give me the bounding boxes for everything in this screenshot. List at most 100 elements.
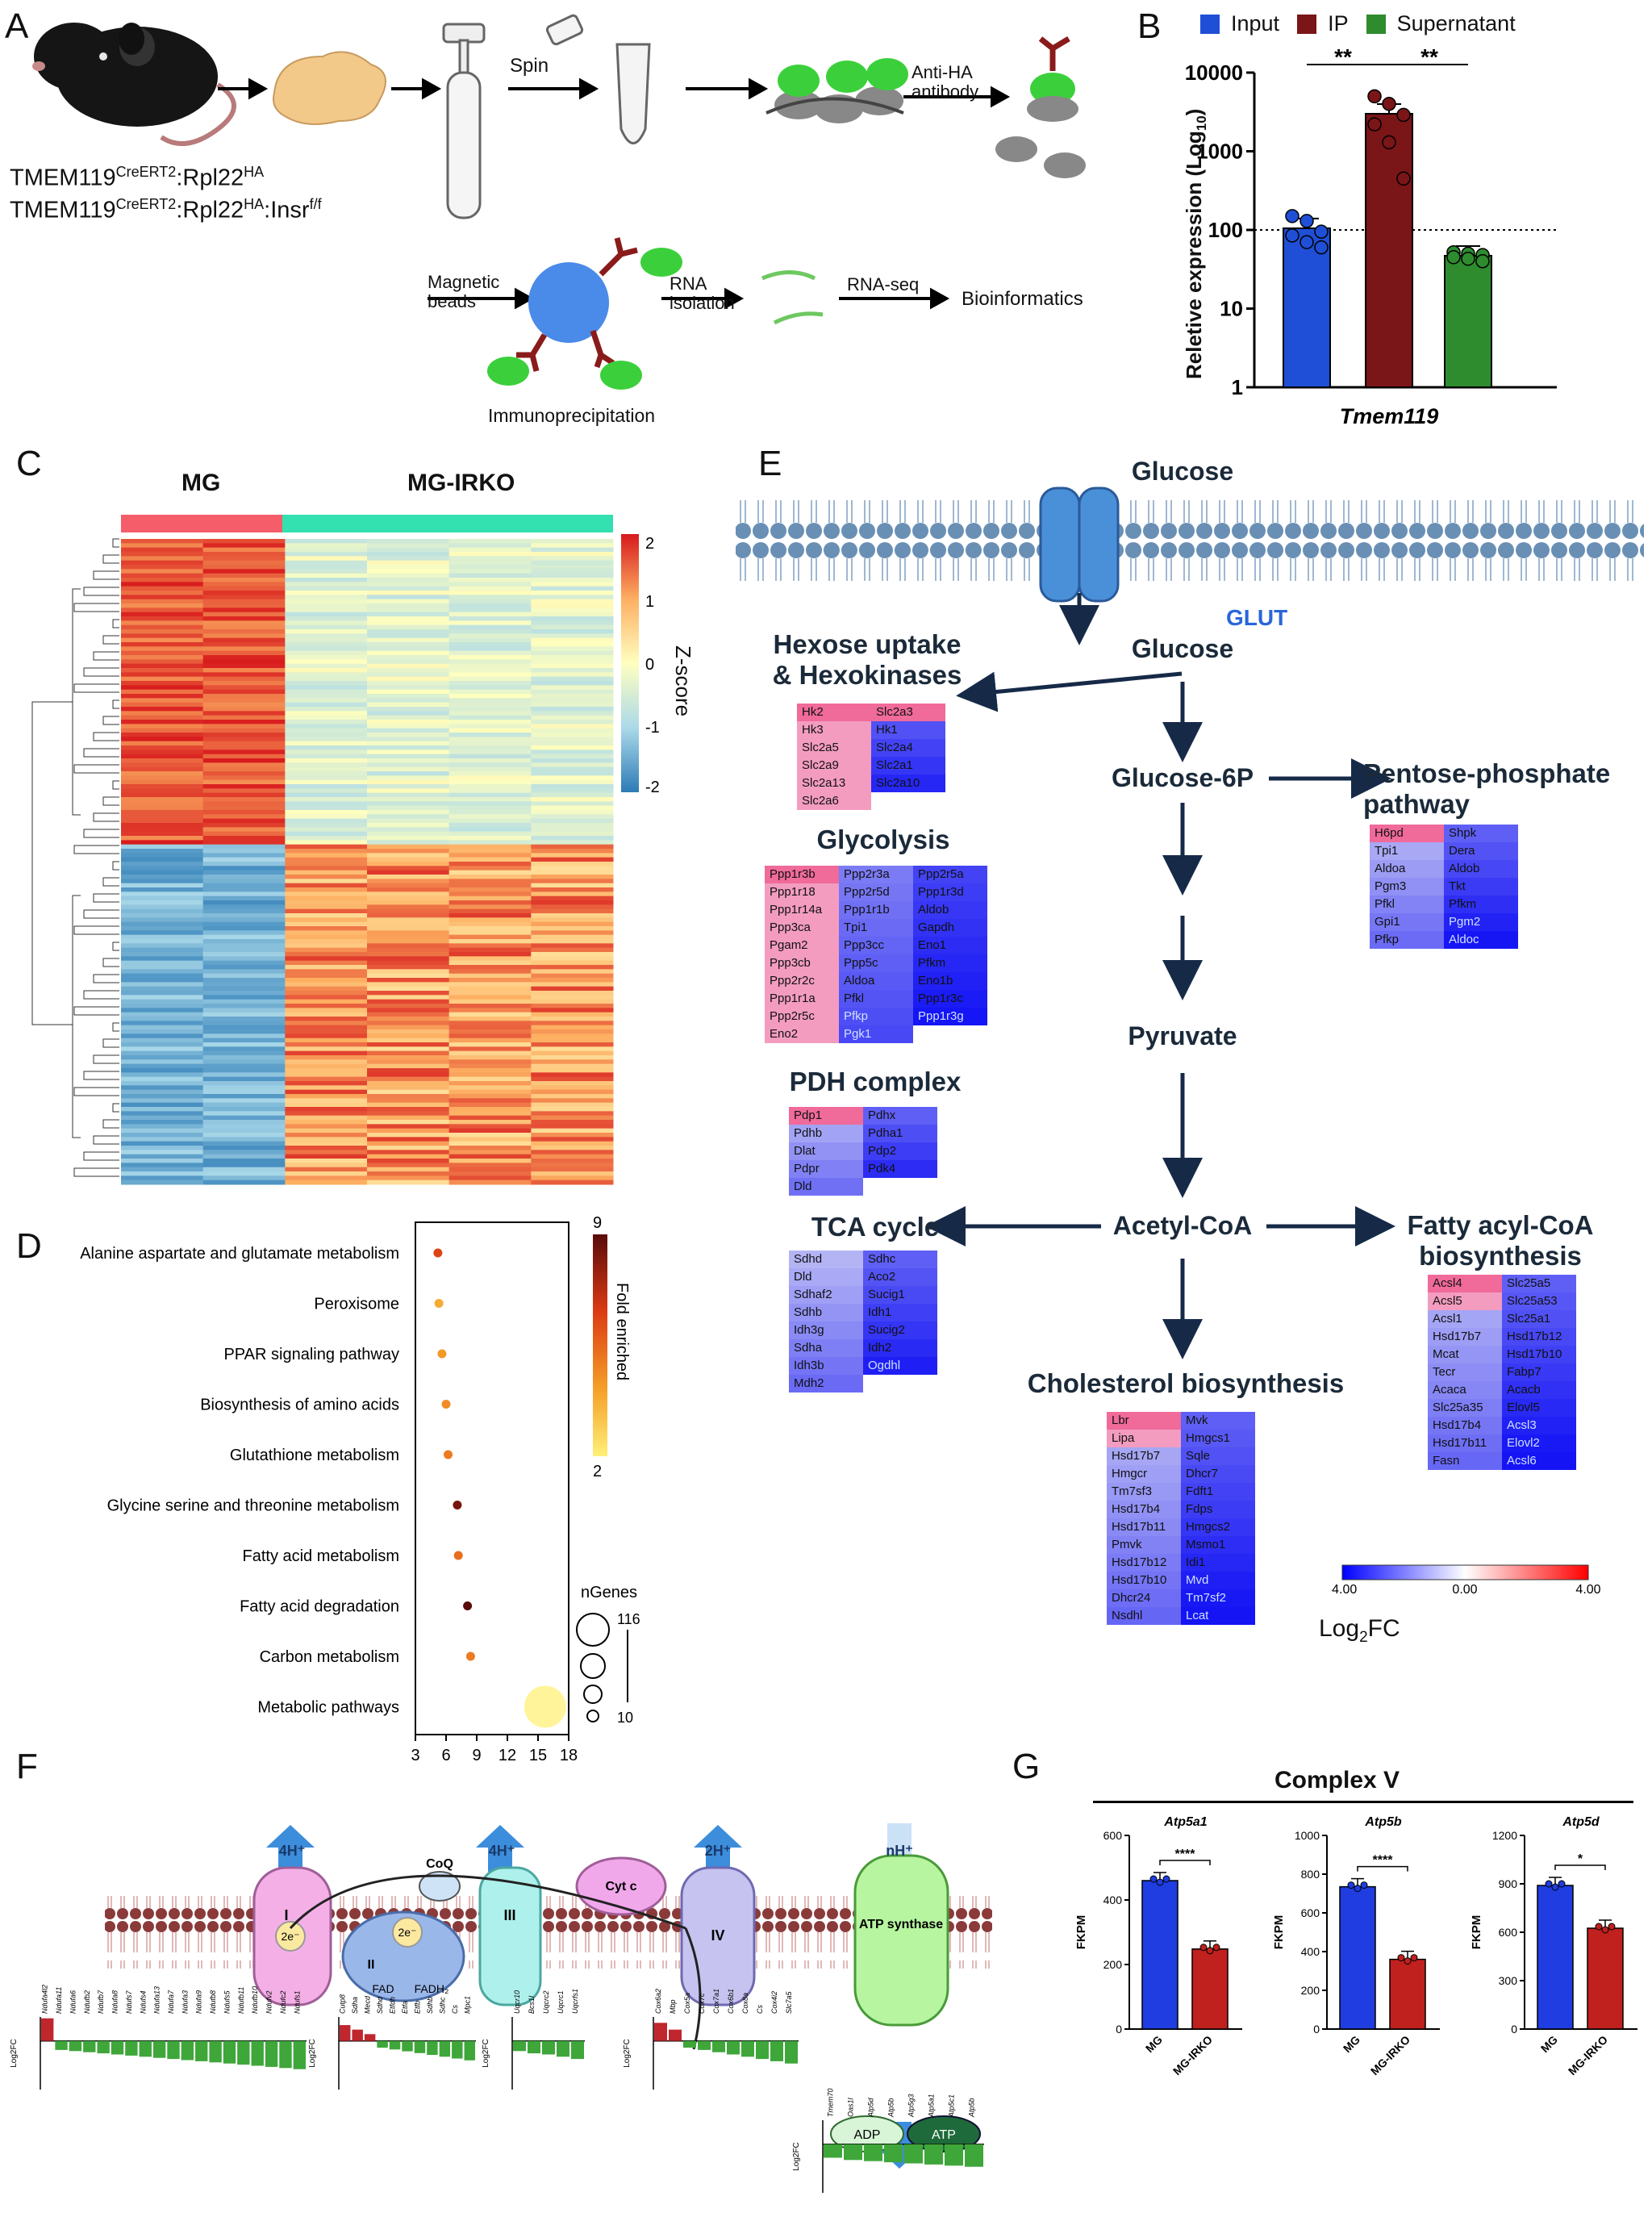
gene-cell: Sucig2 [863, 1322, 937, 1339]
log2fc-bar [727, 2040, 740, 2055]
y-axis-label: Log2FC [308, 2039, 317, 2068]
log2fc-bar [364, 2034, 376, 2041]
genotype-label-2: TMEM119CreERT2:Rpl22HA:Insrf/f [10, 196, 322, 223]
glycolysis-title: Glycolysis [816, 825, 950, 854]
gene-cell: Pfkm [913, 954, 987, 972]
gene-cell: Ppp2r5a [913, 866, 987, 883]
glucose-6p-label: Glucose-6P [1112, 763, 1254, 792]
legend-label-supernatant: Supernatant [1396, 11, 1516, 35]
gene-cell: Tm7sf2 [1181, 1589, 1255, 1607]
gene-label: Atp5b [968, 2098, 976, 2118]
gene-cell: Pdpr [789, 1160, 863, 1178]
size-key-circle [586, 1710, 599, 1722]
gene-cell: Idh3b [789, 1357, 863, 1375]
fadh2-label: FADH₂ [415, 1982, 449, 1995]
gene-cell: Pgk1 [839, 1025, 913, 1043]
gene-cell: Sdhaf2 [789, 1286, 863, 1304]
complex-iii-icon [478, 1866, 542, 2006]
y-axis-label: Log2FC [792, 2142, 801, 2171]
gene-label: Cs [451, 2005, 459, 2014]
gene-label: Uqcr10 [513, 1990, 521, 2014]
pathway-label: Carbon metabolism [260, 1648, 399, 1666]
cyt-c-label: Cyt c [605, 1880, 636, 1894]
gene-label: Mecd [364, 1995, 372, 2014]
gene-cell: Pdp2 [863, 1142, 937, 1160]
pathway-diagram: Glucose GLUT Glucose Glucose-6P Pyruvate… [736, 457, 1644, 1359]
data-point [1461, 251, 1475, 266]
chart-title: Atp5b [1364, 1815, 1402, 1829]
log2fc-bar [139, 2040, 152, 2057]
y-tick-label: 600 [1301, 1906, 1320, 1919]
y-axis-label: FKPM [1272, 1915, 1286, 1950]
y-axis-label: Log2FC [623, 2039, 632, 2068]
gene-label: Cox7a1 [712, 1989, 720, 2014]
log2fc-bar [414, 2040, 426, 2053]
gene-cell: Msmo1 [1181, 1536, 1255, 1554]
gene-cell: Ppp2r5d [839, 883, 913, 901]
log2fc-bar [669, 2029, 682, 2041]
gene-cell: Pdk4 [863, 1160, 937, 1178]
gene-label: Ndufa3 [181, 1990, 189, 2014]
log2fc-bar [824, 2144, 842, 2158]
log2fc-min: -4.00 [1331, 1583, 1357, 1597]
y-axis-label: FKPM [1470, 1915, 1483, 1950]
data-point [1347, 1881, 1355, 1889]
gene-cell: Acacb [1502, 1381, 1576, 1399]
fad-label: FAD [372, 1982, 394, 1995]
proton-label-4: 2H⁺ [705, 1843, 732, 1859]
plot-frame [415, 1221, 569, 1735]
log2fc-bar [904, 2144, 923, 2164]
proton-label-3: 4H⁺ [489, 1843, 515, 1859]
gene-cell: Hsd17b7 [1107, 1447, 1181, 1465]
gene-label: Sdhc [438, 1997, 446, 2014]
complex-i-label: I [284, 1907, 288, 1923]
data-point [1558, 1880, 1566, 1888]
log2fc-bar [945, 2144, 963, 2166]
gene-label: Slc7a5 [785, 1990, 793, 2014]
data-point [1367, 89, 1382, 104]
data-point [1446, 250, 1461, 265]
log2fc-bar [125, 2040, 138, 2056]
group-bar-mgirko [282, 515, 613, 532]
legend-label-input: Input [1231, 11, 1280, 35]
gene-cell: Slc25a53 [1502, 1292, 1576, 1310]
x-tick-label: 9 [472, 1747, 481, 1764]
gene-cell: Slc2a5 [797, 739, 871, 757]
size-key-circle [580, 1653, 606, 1679]
gene-cell: Mcat [1428, 1346, 1502, 1363]
sig-label: ** [1334, 48, 1352, 69]
brain-icon [273, 51, 386, 125]
data-point [1367, 117, 1382, 132]
x-tick-label: 15 [529, 1747, 547, 1764]
panel-label-b: B [1137, 6, 1162, 46]
data-point [1382, 135, 1396, 150]
log2fc-bar [41, 2018, 54, 2041]
gene-cell: Lipa [1107, 1430, 1181, 1447]
fatty-acyl-title: Fatty acyl-CoA biosynthesis [1407, 1210, 1594, 1271]
complex-ii-label: II [368, 1958, 375, 1972]
y-tick-label: 0 [1116, 2023, 1122, 2036]
y-tick-label: 600 [1103, 1829, 1123, 1842]
zscore-colorbar: 2 1 0 -1 -2 [621, 534, 660, 796]
gene-cell: Slc25a35 [1428, 1399, 1502, 1417]
log2fc-bar [528, 2040, 540, 2054]
gene-label: Cox5a [683, 1993, 691, 2014]
etc-diagram: 4H⁺ 4H⁺ 2H⁺ nH⁺ I II CoQ III Cyt c IV AT… [10, 1823, 992, 2193]
gene-label: Uqcrfs1 [571, 1989, 579, 2014]
data-point [1410, 1954, 1418, 1962]
gene-label: Sdhd [376, 1996, 384, 2014]
log2fc-bar [209, 2040, 222, 2063]
log2fc-bar [377, 2040, 388, 2048]
complex-iv-icon [680, 1866, 756, 2006]
magnetic-bead-icon [487, 237, 824, 390]
y-tick-label: 0 [1313, 2023, 1320, 2036]
gene-cell: Slc2a1 [871, 757, 945, 775]
